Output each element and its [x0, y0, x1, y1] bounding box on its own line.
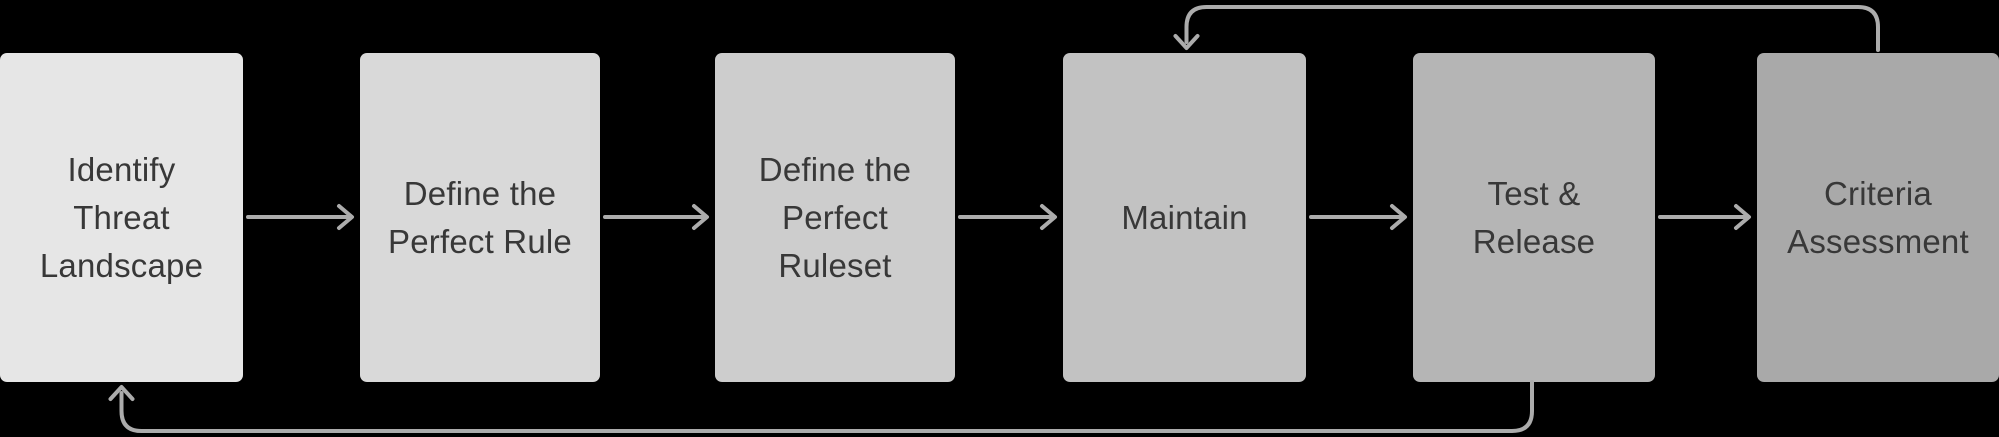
- feedback-arrow-bottom: [119, 380, 1534, 433]
- flow-node-define-the-perfect-ruleset: Define the Perfect Ruleset: [715, 53, 955, 382]
- flow-arrowhead-maintain: [1040, 204, 1057, 230]
- flow-node-maintain: Maintain: [1063, 53, 1306, 382]
- flow-arrowhead-define-the-perfect-ruleset: [692, 204, 709, 230]
- feedback-arrow-top: [1184, 5, 1880, 52]
- flow-node-define-the-perfect-rule: Define the Perfect Rule: [360, 53, 600, 382]
- flow-arrowhead-criteria-assessment: [1734, 204, 1751, 230]
- flow-arrowhead-test-release: [1390, 204, 1407, 230]
- feedback-arrowhead-bottom: [108, 385, 135, 401]
- flow-node-criteria-assessment: Criteria Assessment: [1757, 53, 1999, 382]
- feedback-arrowhead-top: [1173, 34, 1200, 50]
- flow-node-identify-threat-landscape: Identify Threat Landscape: [0, 53, 243, 382]
- flow-arrowhead-define-the-perfect-rule: [337, 204, 354, 230]
- flow-node-test-release: Test & Release: [1413, 53, 1655, 382]
